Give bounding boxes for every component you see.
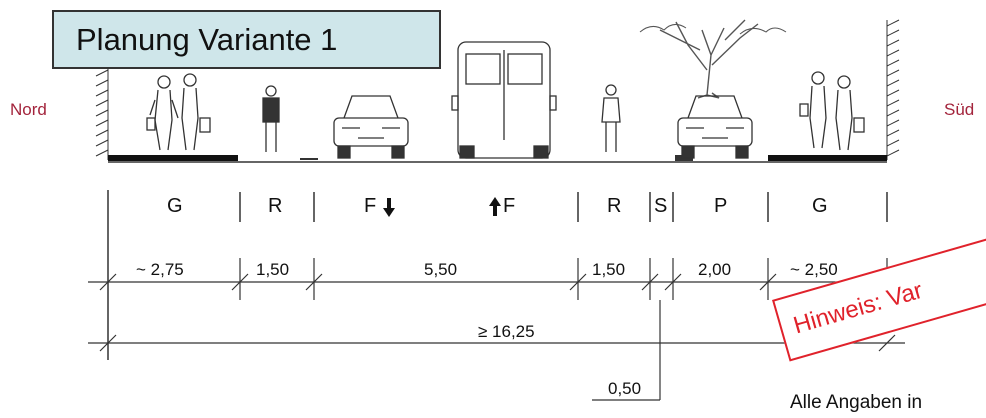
- sidewalk-left: [108, 155, 238, 161]
- dimension-f: 5,50: [424, 260, 458, 279]
- dimension-total: ≥ 16,25: [478, 322, 535, 341]
- footnote-text: Alle Angaben in: [790, 392, 923, 413]
- lane-label-p: P: [714, 195, 728, 217]
- cyclist-left-figure: [262, 85, 280, 152]
- cyclist-right-figure: [601, 84, 621, 152]
- lane-label-r-right: R: [607, 195, 622, 217]
- lane-label-f-down: F: [364, 195, 377, 217]
- van-figure: [451, 41, 557, 159]
- dimension-p: 2,00: [698, 260, 732, 279]
- dimension-r-right: 1,50: [592, 260, 626, 279]
- arrow-down-icon: [383, 198, 395, 217]
- lane-label-r-left: R: [268, 195, 283, 217]
- tree-figure: [639, 19, 787, 99]
- arrow-up-icon: [489, 197, 501, 216]
- pedestrians-right-figure: [799, 71, 865, 151]
- lane-label-g-right: G: [812, 195, 829, 217]
- direction-south-label: Süd: [944, 100, 975, 119]
- car-right-figure: [677, 95, 753, 159]
- sidewalk-right: [768, 155, 887, 161]
- lane-label-g-left: G: [167, 195, 184, 217]
- lane-label-s: S: [654, 195, 668, 217]
- building-wall-right: [886, 19, 900, 160]
- dimension-lines: [88, 258, 905, 401]
- lane-dividers: [107, 190, 888, 360]
- direction-north-label: Nord: [10, 100, 47, 119]
- dimension-g-left: ~ 2,75: [136, 260, 184, 279]
- page-title: Planung Variante 1: [52, 10, 441, 69]
- lane-label-f-up: F: [503, 195, 516, 217]
- dimension-g-right: ~ 2,50: [790, 260, 838, 279]
- dimension-s: 0,50: [608, 379, 642, 398]
- car-left-figure: [333, 95, 409, 159]
- dimension-r-left: 1,50: [256, 260, 290, 279]
- pedestrians-left-figure: [146, 73, 211, 151]
